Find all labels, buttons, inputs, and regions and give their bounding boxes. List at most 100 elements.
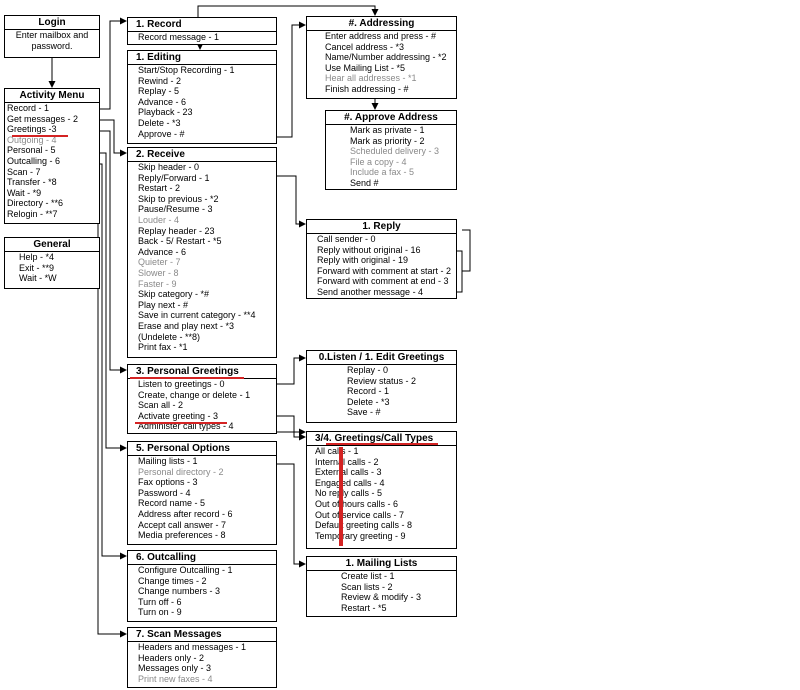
personal-options-item: Personal directory - 2 xyxy=(138,466,224,477)
call-types-item: Out of service calls - 7 xyxy=(315,509,405,520)
receive-item: Play next - # xyxy=(138,299,189,310)
addressing-item: Enter address and press - # xyxy=(325,31,437,41)
reply-item: Call sender - 0 xyxy=(317,234,376,244)
personal-greetings-item: Listen to greetings - 0 xyxy=(138,379,225,389)
reply-item: Forward with comment at end - 3 xyxy=(317,276,449,287)
activity-item: Personal - 5 xyxy=(7,145,56,156)
receive-item: Skip header - 0 xyxy=(138,162,200,172)
activity-item: Wait - *9 xyxy=(7,187,42,198)
general-item: Help - *4 xyxy=(19,252,55,262)
highlight-call-types-underline xyxy=(326,443,438,445)
record-item: Record message - 1 xyxy=(138,32,220,42)
call-types-item: Default greeting calls - 8 xyxy=(315,520,413,531)
highlight-activate-greeting-underline xyxy=(135,422,227,424)
activity-item: Directory - **6 xyxy=(7,198,64,209)
receive-item: Skip to previous - *2 xyxy=(138,193,219,204)
addressing-item: Use Mailing List - *5 xyxy=(325,62,406,73)
addressing-title: #. Addressing xyxy=(307,17,456,31)
approve-address-item: File a copy - 4 xyxy=(350,156,407,167)
outcalling-item: Change times - 2 xyxy=(138,575,207,586)
editing-item: Advance - 6 xyxy=(138,96,187,107)
personal-options-title: 5. Personal Options xyxy=(128,442,276,456)
mailing-lists-item: Review & modify - 3 xyxy=(341,592,422,603)
activity-item: Outcalling - 6 xyxy=(7,155,61,166)
personal-options-item: Mailing lists - 1 xyxy=(138,456,198,466)
editing-item: Start/Stop Recording - 1 xyxy=(138,65,235,75)
addressing-item: Name/Number addressing - *2 xyxy=(325,52,447,63)
personal-options-item: Password - 4 xyxy=(138,487,191,498)
call-types-item: External calls - 3 xyxy=(315,467,382,478)
editing-item: Rewind - 2 xyxy=(138,75,182,86)
reply-item: Send another message - 4 xyxy=(317,286,424,297)
personal-greetings-item: Create, change or delete - 1 xyxy=(138,389,251,400)
approve-address-item: Mark as private - 1 xyxy=(350,125,425,135)
outcalling-item: Turn off - 6 xyxy=(138,596,182,607)
scan-messages-item: Messages only - 3 xyxy=(138,663,212,674)
listen-edit-item: Review status - 2 xyxy=(347,375,417,386)
activity-item: Get messages - 2 xyxy=(7,113,79,124)
call-types-item: Temporary greeting - 9 xyxy=(315,530,406,541)
receive-item: Advance - 6 xyxy=(138,246,187,257)
receive-item: Restart - 2 xyxy=(138,183,181,194)
approve-address-item: Mark as priority - 2 xyxy=(350,135,425,146)
receive-title: 2. Receive xyxy=(128,148,276,162)
activity-item: Relogin - **7 xyxy=(7,208,58,219)
approve-address-item: Scheduled delivery - 3 xyxy=(350,146,440,157)
addressing-item: Cancel address - *3 xyxy=(325,41,405,52)
scan-messages-title: 7. Scan Messages xyxy=(128,628,276,642)
mailing-lists-item: Scan lists - 2 xyxy=(341,581,393,592)
receive-item: Replay header - 23 xyxy=(138,225,215,236)
approve-address-item: Include a fax - 5 xyxy=(350,167,415,178)
outcalling-item: Configure Outcalling - 1 xyxy=(138,565,233,575)
personal-options-item: Record name - 5 xyxy=(138,498,206,509)
personal-greetings-item: Scan all - 2 xyxy=(138,400,184,411)
outcalling-title: 6. Outcalling xyxy=(128,551,276,565)
scan-messages-item: Headers and messages - 1 xyxy=(138,642,247,652)
general-item: Wait - *W xyxy=(19,273,57,284)
general-item: Exit - **9 xyxy=(19,262,55,273)
general-title: General xyxy=(5,238,99,252)
personal-options-item: Address after record - 6 xyxy=(138,508,233,519)
personal-options-item: Accept call answer - 7 xyxy=(138,519,227,530)
reply-forward-side xyxy=(462,229,471,272)
approve-address-title: #. Approve Address xyxy=(326,111,456,125)
highlight-greetings-underline xyxy=(12,135,68,137)
editing-item: Delete - *3 xyxy=(138,117,181,128)
receive-item: Erase and play next - *3 xyxy=(138,320,235,331)
reply-item: Reply without original - 16 xyxy=(317,244,421,255)
listen-edit-item: Delete - *3 xyxy=(347,396,390,407)
receive-item: Reply/Forward - 1 xyxy=(138,172,210,183)
receive-item: (Undelete - **8) xyxy=(138,331,201,342)
reply-title: 1. Reply xyxy=(307,220,456,234)
mailing-lists-title: 1. Mailing Lists xyxy=(307,557,456,571)
login-item: password. xyxy=(31,40,73,51)
receive-item: Louder - 4 xyxy=(138,214,180,225)
call-types-item: Engaged calls - 4 xyxy=(315,477,385,488)
record-title: 1. Record xyxy=(128,18,276,32)
personal-options-item: Fax options - 3 xyxy=(138,477,198,488)
receive-item: Slower - 8 xyxy=(138,267,179,278)
scan-messages-item: Headers only - 2 xyxy=(138,652,205,663)
highlight-personal-greetings-underline xyxy=(130,377,244,379)
activity-item: Transfer - *8 xyxy=(7,177,57,188)
editing-title: 1. Editing xyxy=(128,51,276,65)
receive-item: Save in current category - **4 xyxy=(138,310,256,321)
call-types-item: No reply calls - 5 xyxy=(315,488,383,499)
receive-item: Back - 5/ Restart - *5 xyxy=(138,236,222,247)
outcalling-item: Change numbers - 3 xyxy=(138,586,221,597)
outcalling-item: Turn on - 9 xyxy=(138,607,182,618)
receive-item: Skip category - *# xyxy=(138,289,210,300)
call-types-title: 3/4. Greetings/Call Types xyxy=(307,432,456,446)
